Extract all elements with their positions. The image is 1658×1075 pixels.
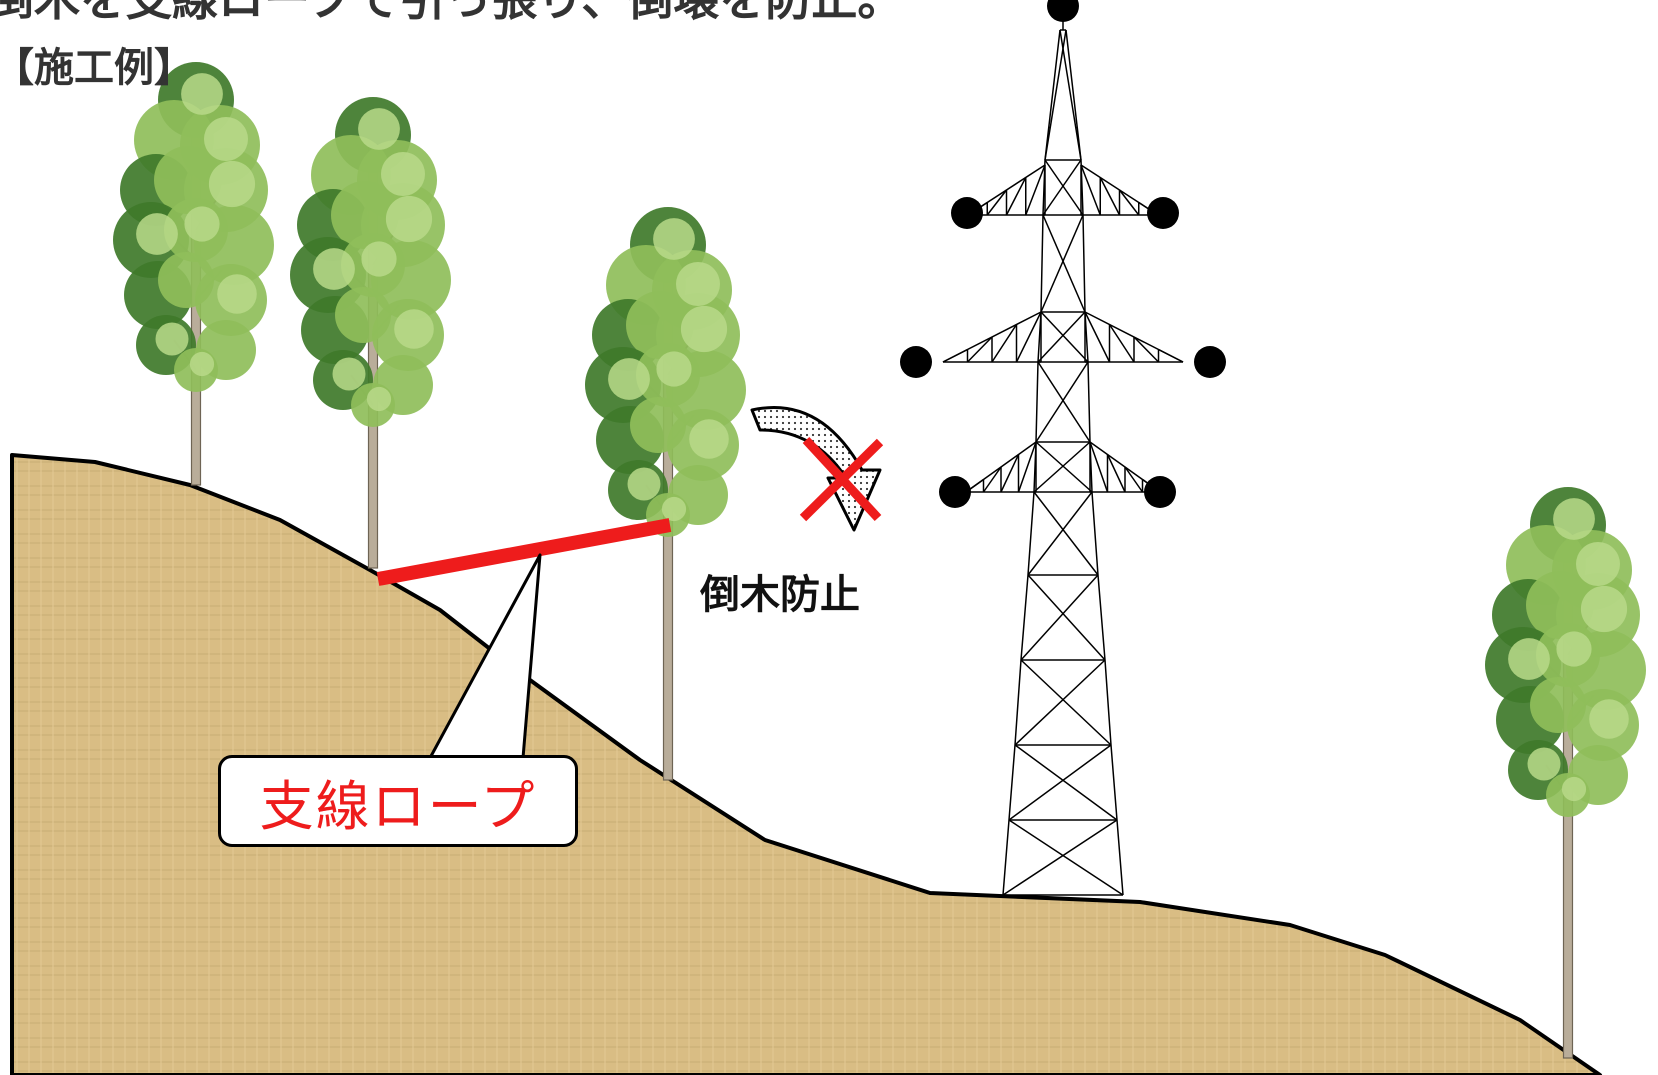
- cross-mark-icon: [799, 436, 884, 522]
- prevent-fall-label: 倒木防止: [700, 572, 860, 618]
- rope-callout-label: 支線ロープ: [259, 774, 537, 838]
- insulator-dot: [1047, 0, 1079, 22]
- transmission-tower: [900, 0, 1226, 896]
- tree-3: [585, 207, 746, 781]
- insulator-dot: [1144, 476, 1176, 508]
- guy-rope: [376, 518, 672, 586]
- rope-callout: 支線ロープ: [218, 755, 578, 847]
- insulator-dot: [900, 346, 932, 378]
- callout-pointer: [428, 553, 542, 759]
- curved-arrow-icon: [750, 406, 882, 532]
- tree-1: [113, 62, 274, 486]
- ground-slope: [10, 453, 1602, 1075]
- insulator-dot: [951, 197, 983, 229]
- insulator-dot: [1147, 197, 1179, 229]
- insulator-dot: [1194, 346, 1226, 378]
- page-title: 倒木を支線ロープで引っ張り、倒壊を防止。: [0, 0, 903, 28]
- page-subtitle: 【施工例】: [0, 45, 194, 91]
- tree-4: [1485, 487, 1646, 1059]
- tree-2: [290, 97, 451, 569]
- insulator-dot: [939, 476, 971, 508]
